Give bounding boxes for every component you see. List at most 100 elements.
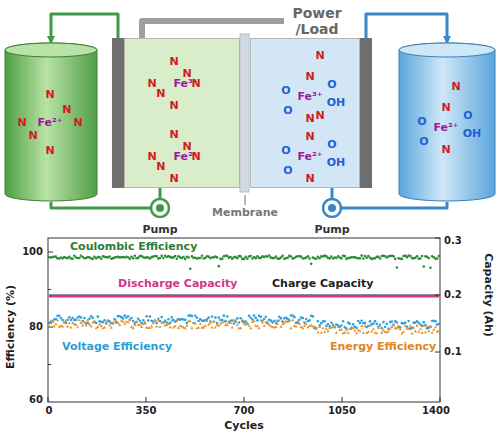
ee-point xyxy=(355,332,358,335)
ee-point xyxy=(340,328,343,331)
tick-label: 0.1 xyxy=(444,347,462,357)
atom-label: N xyxy=(169,100,178,111)
series-label: Coulombic Efficiency xyxy=(70,241,197,252)
ee-point xyxy=(414,330,417,333)
ve-point xyxy=(169,322,172,325)
ee-point xyxy=(48,325,51,328)
atom-label: N xyxy=(305,113,314,124)
axis-ticks xyxy=(48,238,440,402)
ve-point xyxy=(391,320,394,323)
ee-point xyxy=(204,324,207,327)
ee-point xyxy=(206,319,209,322)
ee-point xyxy=(212,320,215,323)
ce-point xyxy=(362,257,365,260)
ee-point xyxy=(190,326,193,329)
pump-circle xyxy=(151,199,169,217)
ee-point xyxy=(159,325,162,328)
ee-point xyxy=(298,322,301,325)
ve-point xyxy=(224,320,227,323)
atom-label: N xyxy=(45,89,54,100)
ve-point xyxy=(364,322,367,325)
atom-label: N xyxy=(147,78,156,89)
ce-point xyxy=(243,258,246,261)
ce-point xyxy=(160,255,163,258)
iron-center: Fe²⁺ xyxy=(37,116,62,129)
ee-point xyxy=(421,331,424,334)
ee-point xyxy=(417,330,420,333)
ce-point xyxy=(438,255,441,258)
ce-point xyxy=(419,257,422,260)
ee-point xyxy=(229,321,232,324)
atom-label: N xyxy=(441,102,450,113)
ve-point xyxy=(214,316,217,319)
series-label: Voltage Efficiency xyxy=(62,341,172,352)
ee-point xyxy=(100,324,103,327)
ee-point xyxy=(150,325,153,328)
ve-point xyxy=(226,315,229,318)
ee-point xyxy=(291,318,294,321)
pump-core xyxy=(156,204,164,212)
ee-point xyxy=(61,325,64,328)
ve-point xyxy=(359,322,362,325)
ee-point xyxy=(197,326,200,329)
ce-point xyxy=(159,257,162,260)
ve-point xyxy=(256,319,259,322)
ee-point xyxy=(305,322,308,325)
tick-label: 350 xyxy=(136,406,157,416)
ce-point xyxy=(429,266,432,269)
atom-label: O xyxy=(281,85,290,96)
power-load-box: Power /Load xyxy=(284,4,350,38)
ce-point xyxy=(187,256,190,259)
ee-point xyxy=(362,331,365,334)
ee-point xyxy=(424,330,427,333)
ve-point xyxy=(149,315,152,318)
atom-label: N xyxy=(191,78,200,89)
ee-point xyxy=(402,330,405,333)
ve-point xyxy=(68,316,71,319)
tick-label: 100 xyxy=(22,247,43,257)
ee-point xyxy=(429,325,432,328)
ce-point xyxy=(92,258,95,261)
ce-point xyxy=(392,255,395,258)
ee-point xyxy=(268,323,271,326)
ee-point xyxy=(199,322,202,325)
series-label: Discharge Capacity xyxy=(118,278,237,289)
atom-label: N xyxy=(62,104,71,115)
ee-point xyxy=(90,324,93,327)
ve-point xyxy=(293,316,296,319)
ve-point xyxy=(207,316,210,319)
ee-point xyxy=(236,323,239,326)
ee-point xyxy=(301,327,304,330)
electrolyte-pipe xyxy=(366,14,447,42)
membrane xyxy=(240,34,249,192)
membrane-label: Membrane xyxy=(212,207,278,218)
ee-point xyxy=(261,321,264,324)
ve-point xyxy=(352,323,355,326)
ce-point xyxy=(340,257,343,260)
series-label: Charge Capacity xyxy=(272,278,373,289)
ee-point xyxy=(110,326,113,329)
ee-point xyxy=(143,320,146,323)
ee-point xyxy=(153,319,156,322)
ce-point xyxy=(344,255,347,258)
ee-point xyxy=(379,324,382,327)
ve-point xyxy=(288,319,291,322)
ve-point xyxy=(191,315,194,318)
ve-point xyxy=(86,322,89,325)
atom-label: O xyxy=(283,105,292,116)
ee-point xyxy=(392,324,395,327)
ee-point xyxy=(122,320,125,323)
ee-point xyxy=(276,322,279,325)
ve-point xyxy=(95,322,98,325)
ve-point xyxy=(372,322,375,325)
ve-point xyxy=(184,319,187,322)
ve-point xyxy=(88,317,91,320)
atom-label: N xyxy=(156,160,165,171)
ve-point xyxy=(369,320,372,323)
ce-point xyxy=(379,257,382,260)
ve-point xyxy=(263,318,266,321)
ee-point xyxy=(327,329,330,332)
ee-point xyxy=(325,327,328,330)
ve-point xyxy=(61,319,64,322)
ee-point xyxy=(98,322,101,325)
